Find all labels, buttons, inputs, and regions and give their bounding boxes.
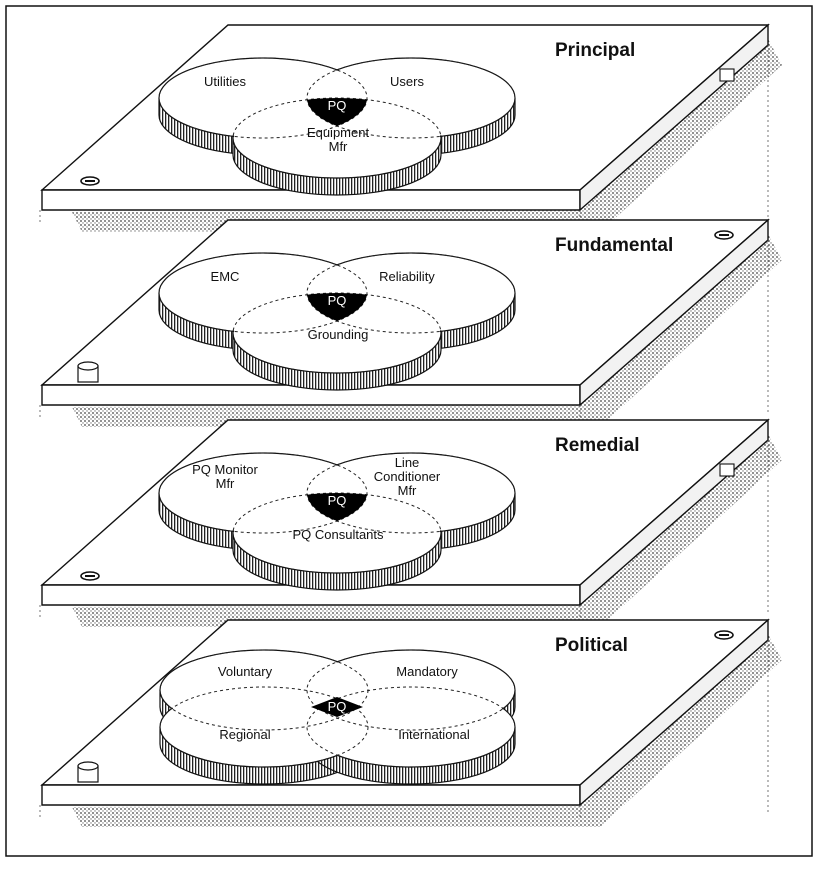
level-title: Fundamental xyxy=(555,235,673,256)
circle-label: EMC xyxy=(211,269,240,284)
overlap-line xyxy=(159,649,369,731)
standoff-post xyxy=(719,463,735,477)
circle-label: Reliability xyxy=(379,269,435,284)
circle-label: Mfr xyxy=(216,476,235,491)
overlap-line xyxy=(158,57,368,139)
standoff-top xyxy=(77,361,99,371)
overlap-line xyxy=(306,57,516,139)
standoff-top xyxy=(77,761,99,771)
pq-label: PQ xyxy=(328,293,347,308)
pq-intersection xyxy=(311,697,363,717)
plate-shadow xyxy=(72,39,782,232)
pq-label: PQ xyxy=(328,493,347,508)
standoff-post xyxy=(719,68,735,82)
overlap-line xyxy=(158,452,368,534)
disc-inner xyxy=(234,294,440,372)
circle-label: PQ Consultants xyxy=(292,527,384,542)
level-title: Principal xyxy=(555,40,635,61)
plate-front-edge xyxy=(41,784,581,806)
circle-label: Line xyxy=(395,455,420,470)
pq-label: PQ xyxy=(328,699,347,714)
overlap-line xyxy=(159,686,369,768)
disc-inner xyxy=(234,99,440,177)
overlap-line xyxy=(306,452,516,534)
circle-label: Regional xyxy=(219,727,270,742)
circle-label: Grounding xyxy=(308,327,369,342)
overlap-line xyxy=(306,686,516,768)
circle-label: International xyxy=(398,727,470,742)
circle-label: PQ Monitor xyxy=(192,462,258,477)
plate-shadow xyxy=(72,434,782,627)
circle-label: Mfr xyxy=(398,483,417,498)
circle-label: Utilities xyxy=(204,74,246,89)
pq-label: PQ xyxy=(328,98,347,113)
circle-label: Users xyxy=(390,74,424,89)
level-title: Political xyxy=(555,635,628,656)
overlap-line xyxy=(306,252,516,334)
plate-shadow xyxy=(72,234,782,427)
circle-label: Voluntary xyxy=(218,664,273,679)
circle-label: Mfr xyxy=(329,139,348,154)
circle-label: Mandatory xyxy=(396,664,458,679)
plate-shadow xyxy=(72,634,782,827)
overlap-line xyxy=(158,252,368,334)
overlap-line xyxy=(306,649,516,731)
level-title: Remedial xyxy=(555,435,639,456)
circle-label: Equipment xyxy=(307,125,370,140)
disc-inner xyxy=(234,494,440,572)
outer-frame xyxy=(5,5,813,857)
circle-label: Conditioner xyxy=(374,469,441,484)
